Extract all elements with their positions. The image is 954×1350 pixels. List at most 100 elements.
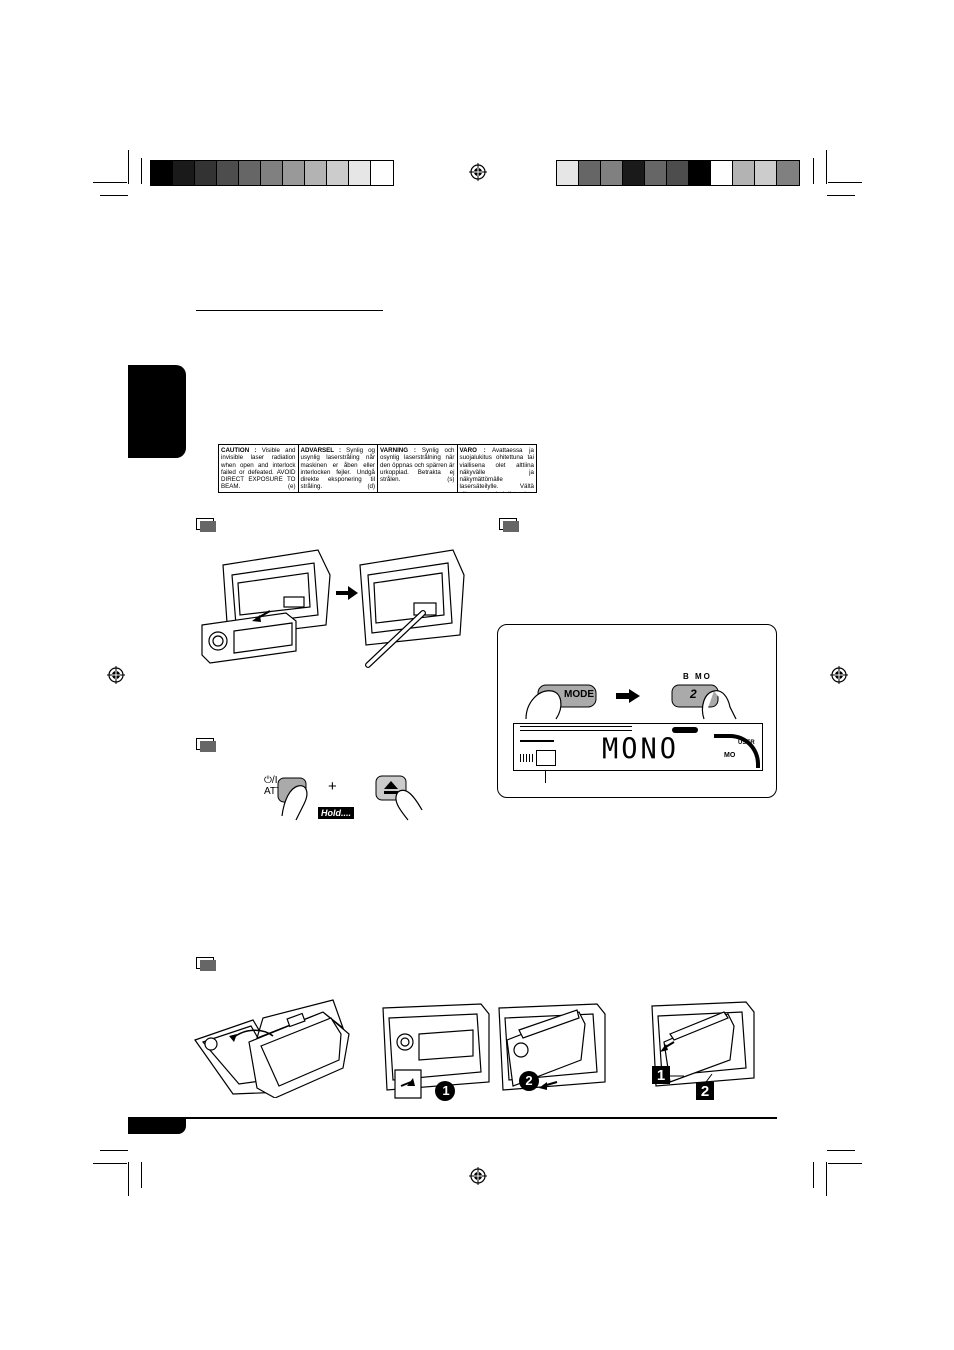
preset-caption: B MO xyxy=(683,672,712,681)
figure-clean-connectors xyxy=(201,549,465,668)
warning-heading: CAUTION : xyxy=(221,447,257,454)
figure-detach-steps xyxy=(651,1001,755,1100)
att-label: ATT xyxy=(264,786,283,797)
crop-mark xyxy=(100,1150,128,1151)
mode-button-label: MODE xyxy=(564,689,594,700)
color-swatch xyxy=(711,161,733,185)
color-bar-right xyxy=(556,160,800,186)
step-1b-number: 1 xyxy=(656,1067,666,1084)
color-bar-left xyxy=(150,160,394,186)
laser-warning-label: CAUTION : Visible and invisible laser ra… xyxy=(218,444,537,493)
warning-heading: VARO : xyxy=(459,447,486,454)
registration-mark-icon xyxy=(107,666,125,684)
language-tab xyxy=(128,365,186,458)
lcd-display: MONO MO USER xyxy=(513,723,763,771)
preset-button-illustration xyxy=(671,684,737,720)
color-swatch xyxy=(777,161,799,185)
color-swatch xyxy=(173,161,195,185)
mono-mode-panel: MODE B MO 2 MONO MO USER xyxy=(497,624,777,798)
color-swatch xyxy=(305,161,327,185)
crop-mark xyxy=(826,1162,827,1196)
step-2b-number: 2 xyxy=(700,1083,710,1100)
color-swatch xyxy=(217,161,239,185)
color-swatch xyxy=(645,161,667,185)
heading-rule xyxy=(196,310,383,311)
section-marker xyxy=(499,518,519,532)
warning-cell: VARO : Avattaessa ja suojalukitus ohitet… xyxy=(458,445,537,492)
crop-mark xyxy=(813,158,814,184)
color-swatch xyxy=(261,161,283,185)
color-swatch xyxy=(623,161,645,185)
lcd-signal xyxy=(520,754,534,762)
crop-mark xyxy=(141,1162,142,1188)
mode-button-illustration xyxy=(525,684,597,720)
warning-cell: ADVARSEL : Synlig og usynlig laserstråli… xyxy=(299,445,378,492)
registration-mark-icon xyxy=(469,1167,487,1185)
crop-mark xyxy=(826,150,827,184)
preset-button-label: 2 xyxy=(690,687,697,701)
warning-code: (d) xyxy=(367,483,375,491)
crop-mark xyxy=(93,1163,127,1164)
registration-mark-icon xyxy=(469,163,487,181)
color-swatch xyxy=(283,161,305,185)
crop-mark xyxy=(813,1162,814,1188)
warning-cell: VARNING : Synlig och osynlig laserstråln… xyxy=(378,445,458,492)
lcd-indicator xyxy=(672,727,698,733)
crop-mark xyxy=(828,182,862,183)
color-swatch xyxy=(327,161,349,185)
hold-badge: Hold.... xyxy=(318,807,354,819)
color-swatch xyxy=(755,161,777,185)
warning-heading: ADVARSEL : xyxy=(300,447,342,454)
color-swatch xyxy=(239,161,261,185)
section-marker xyxy=(196,738,216,752)
crop-mark xyxy=(141,158,142,184)
arrow-right-icon xyxy=(616,689,640,703)
color-swatch xyxy=(195,161,217,185)
warning-text: Synlig og usynlig laserstråling når mask… xyxy=(300,447,376,491)
color-swatch xyxy=(371,161,393,185)
page-number-tab xyxy=(128,1119,186,1134)
crop-mark xyxy=(827,195,855,196)
power-label: ⏻/I xyxy=(264,775,278,786)
figure-faceplate-case xyxy=(194,999,350,1098)
callout-line xyxy=(545,771,546,783)
color-swatch xyxy=(349,161,371,185)
warning-heading: VARNING : xyxy=(380,447,416,454)
warning-text: Synlig och osynlig laserstrålning när de… xyxy=(380,447,455,484)
color-swatch xyxy=(579,161,601,185)
lcd-user-indicator: USER xyxy=(738,740,755,746)
lcd-mo-indicator: MO xyxy=(724,752,736,759)
power-att-label: ⏻/I ATT xyxy=(264,775,282,797)
figure-reset-buttons xyxy=(277,775,423,821)
plus-sign: + xyxy=(328,778,337,795)
lcd-top-segment xyxy=(520,726,632,731)
warning-text: Visible and invisible laser radiation wh… xyxy=(221,447,296,491)
crop-mark xyxy=(128,150,129,184)
figure-attach-step1 xyxy=(382,1003,490,1101)
step-1-number: 1 xyxy=(442,1083,450,1098)
color-swatch xyxy=(601,161,623,185)
color-swatch xyxy=(733,161,755,185)
section-marker xyxy=(196,518,216,532)
section-marker xyxy=(196,957,216,971)
warning-cell: CAUTION : Visible and invisible laser ra… xyxy=(219,445,299,492)
crop-mark xyxy=(828,1163,862,1164)
warning-code: (s) xyxy=(447,476,455,484)
color-swatch xyxy=(667,161,689,185)
lcd-main-text: MONO xyxy=(602,733,680,766)
crop-mark xyxy=(93,182,127,183)
color-swatch xyxy=(151,161,173,185)
lcd-small-digits xyxy=(536,750,556,766)
color-swatch xyxy=(689,161,711,185)
warning-text: Avattaessa ja suojalukitus ohitettuna ta… xyxy=(459,447,535,492)
lcd-bar xyxy=(520,740,554,742)
crop-mark xyxy=(827,1150,855,1151)
crop-mark xyxy=(100,195,128,196)
crop-mark xyxy=(128,1162,129,1196)
footer-rule xyxy=(128,1117,777,1119)
color-swatch xyxy=(557,161,579,185)
figure-attach-step2 xyxy=(498,1003,606,1091)
step-2-number: 2 xyxy=(525,1073,533,1088)
registration-mark-icon xyxy=(830,666,848,684)
warning-code: (e) xyxy=(287,483,296,491)
